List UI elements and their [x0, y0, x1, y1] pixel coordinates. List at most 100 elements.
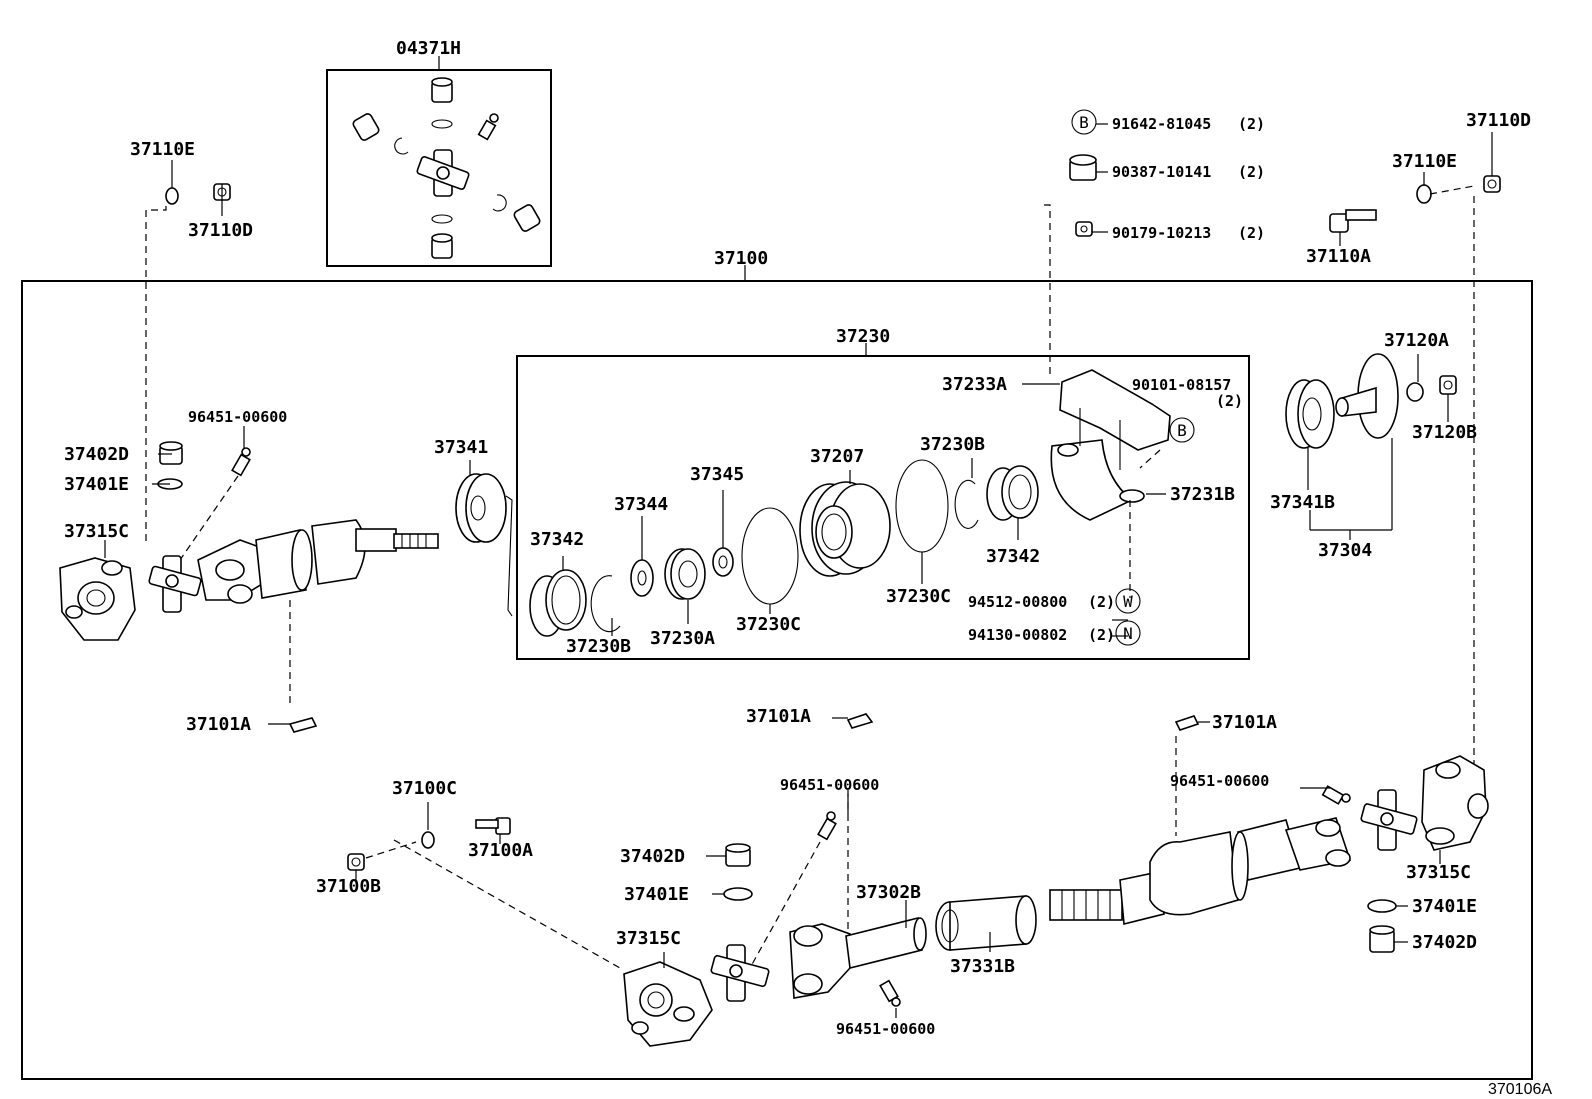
label-37401E-left: 37401E: [64, 474, 129, 495]
label-37402D-right: 37402D: [1412, 932, 1477, 953]
oil-seal-icon: [529, 569, 587, 637]
spline-sleeve-icon: [935, 895, 1037, 951]
left-yoke-group: [59, 183, 439, 733]
label-37342-left: 37342: [530, 529, 584, 550]
flange-yoke-icon: [623, 961, 713, 1047]
label-94512-qty: (2): [1088, 593, 1115, 611]
bearing-cup-icon: [513, 204, 541, 232]
label-37100A: 37100A: [468, 840, 533, 861]
plate-icon: [895, 459, 949, 553]
propeller-shaft-assy-box: [21, 280, 1533, 1080]
nut-icon: [421, 831, 435, 849]
label-96451-right: 96451-00600: [1170, 772, 1269, 790]
balance-weight-icon: [1174, 715, 1200, 731]
balance-weight-icon: [288, 717, 318, 733]
label-91642: 91642-81045: [1112, 115, 1211, 133]
svg-text:B: B: [1177, 421, 1187, 440]
svg-text:N: N: [1123, 624, 1133, 643]
label-37345: 37345: [690, 464, 744, 485]
label-37315C-left: 37315C: [64, 521, 129, 542]
label-37120B: 37120B: [1412, 422, 1477, 443]
label-37231B: 37231B: [1170, 484, 1235, 505]
label-37402D-left: 37402D: [64, 444, 129, 465]
part-labels: 04371H 37100 37230 37110E 37110D 37110D …: [64, 38, 1552, 1098]
nut-icon: [1075, 221, 1093, 237]
label-37315C-right: 37315C: [1406, 862, 1471, 883]
label-37344: 37344: [614, 494, 668, 515]
label-37110D-right: 37110D: [1466, 110, 1531, 131]
flange-yoke-icon: [59, 557, 136, 641]
nut-icon: [1439, 375, 1457, 395]
balance-weight-icon: [846, 713, 874, 729]
bolt-icon: [475, 817, 511, 835]
bearing-cup-icon: [431, 233, 453, 259]
nut-icon: [347, 853, 365, 871]
top-right-fasteners: [1069, 154, 1501, 770]
bolt-icon: [1329, 209, 1377, 233]
label-37100B: 37100B: [316, 876, 381, 897]
label-37110E-top: 37110E: [130, 139, 195, 160]
label-37315C-mid: 37315C: [616, 928, 681, 949]
ref-circle-b-top: B: [1071, 109, 1097, 135]
plate-icon: [741, 507, 799, 605]
spider-cross-icon: [710, 944, 770, 1002]
washer-icon: [1406, 382, 1424, 402]
grease-nipple-icon: [477, 113, 499, 141]
rear-shaft-group: [347, 713, 1489, 1047]
grease-nipple-icon: [817, 811, 837, 841]
drive-shaft-front-icon: [197, 519, 439, 604]
washer-icon: [1069, 154, 1097, 181]
spider-cross-icon: [148, 555, 202, 613]
drive-shaft-rear-icon: [1049, 817, 1352, 926]
svg-text:B: B: [1079, 113, 1089, 132]
clip-icon: [723, 887, 753, 901]
bearing-cup-icon: [431, 77, 453, 103]
label-37101A-right: 37101A: [1212, 712, 1277, 733]
rubber-cushion-icon: [799, 481, 891, 577]
label-37401E-mid: 37401E: [624, 884, 689, 905]
grease-nipple-icon: [1321, 785, 1351, 805]
bolt-icon: [165, 187, 179, 205]
label-37302B: 37302B: [856, 882, 921, 903]
spider-cross-icon: [416, 149, 470, 197]
label-90179: 90179-10213: [1112, 224, 1211, 242]
grease-nipple-icon: [231, 447, 251, 477]
label-37110E-right: 37110E: [1392, 151, 1457, 172]
label-37230: 37230: [836, 326, 890, 347]
label-94512: 94512-00800: [968, 593, 1067, 611]
label-90387-qty: (2): [1238, 163, 1265, 181]
label-37341B: 37341B: [1270, 492, 1335, 513]
washer-icon: [712, 547, 734, 577]
label-37233A: 37233A: [942, 374, 1007, 395]
snap-ring-icon: [590, 575, 621, 633]
label-37101A-left: 37101A: [186, 714, 251, 735]
label-90387: 90387-10141: [1112, 163, 1211, 181]
label-37304: 37304: [1318, 540, 1372, 561]
cap-icon: [159, 441, 183, 465]
leader-lines: [104, 123, 1493, 1018]
nut-icon: [1483, 175, 1501, 193]
center-bearing-assy-box: [516, 355, 1250, 660]
bolt-icon: [1416, 184, 1432, 204]
flange-yoke-icon: [1421, 755, 1489, 851]
snap-ring-icon: [954, 479, 979, 529]
label-91642-qty: (2): [1238, 115, 1265, 133]
label-37110D-top: 37110D: [188, 220, 253, 241]
label-37342-right: 37342: [986, 546, 1040, 567]
label-37230B-right: 37230B: [920, 434, 985, 455]
ref-circle-b-bracket: B: [1169, 417, 1195, 443]
grease-nipple-icon: [879, 979, 901, 1007]
boot-37341-icon: [455, 473, 513, 617]
ref-circle-w: W: [1115, 588, 1141, 614]
label-37101A-mid: 37101A: [746, 706, 811, 727]
cap-icon: [725, 843, 751, 867]
u-joint-kit-parts: [352, 77, 541, 259]
bearing-icon: [664, 548, 706, 600]
label-37402D-mid: 37402D: [620, 846, 685, 867]
bearing-cup-icon: [352, 113, 380, 141]
svg-text:W: W: [1123, 592, 1133, 611]
label-90179-qty: (2): [1238, 224, 1265, 242]
slip-yoke-icon: [789, 917, 927, 999]
label-37120A: 37120A: [1384, 330, 1449, 351]
